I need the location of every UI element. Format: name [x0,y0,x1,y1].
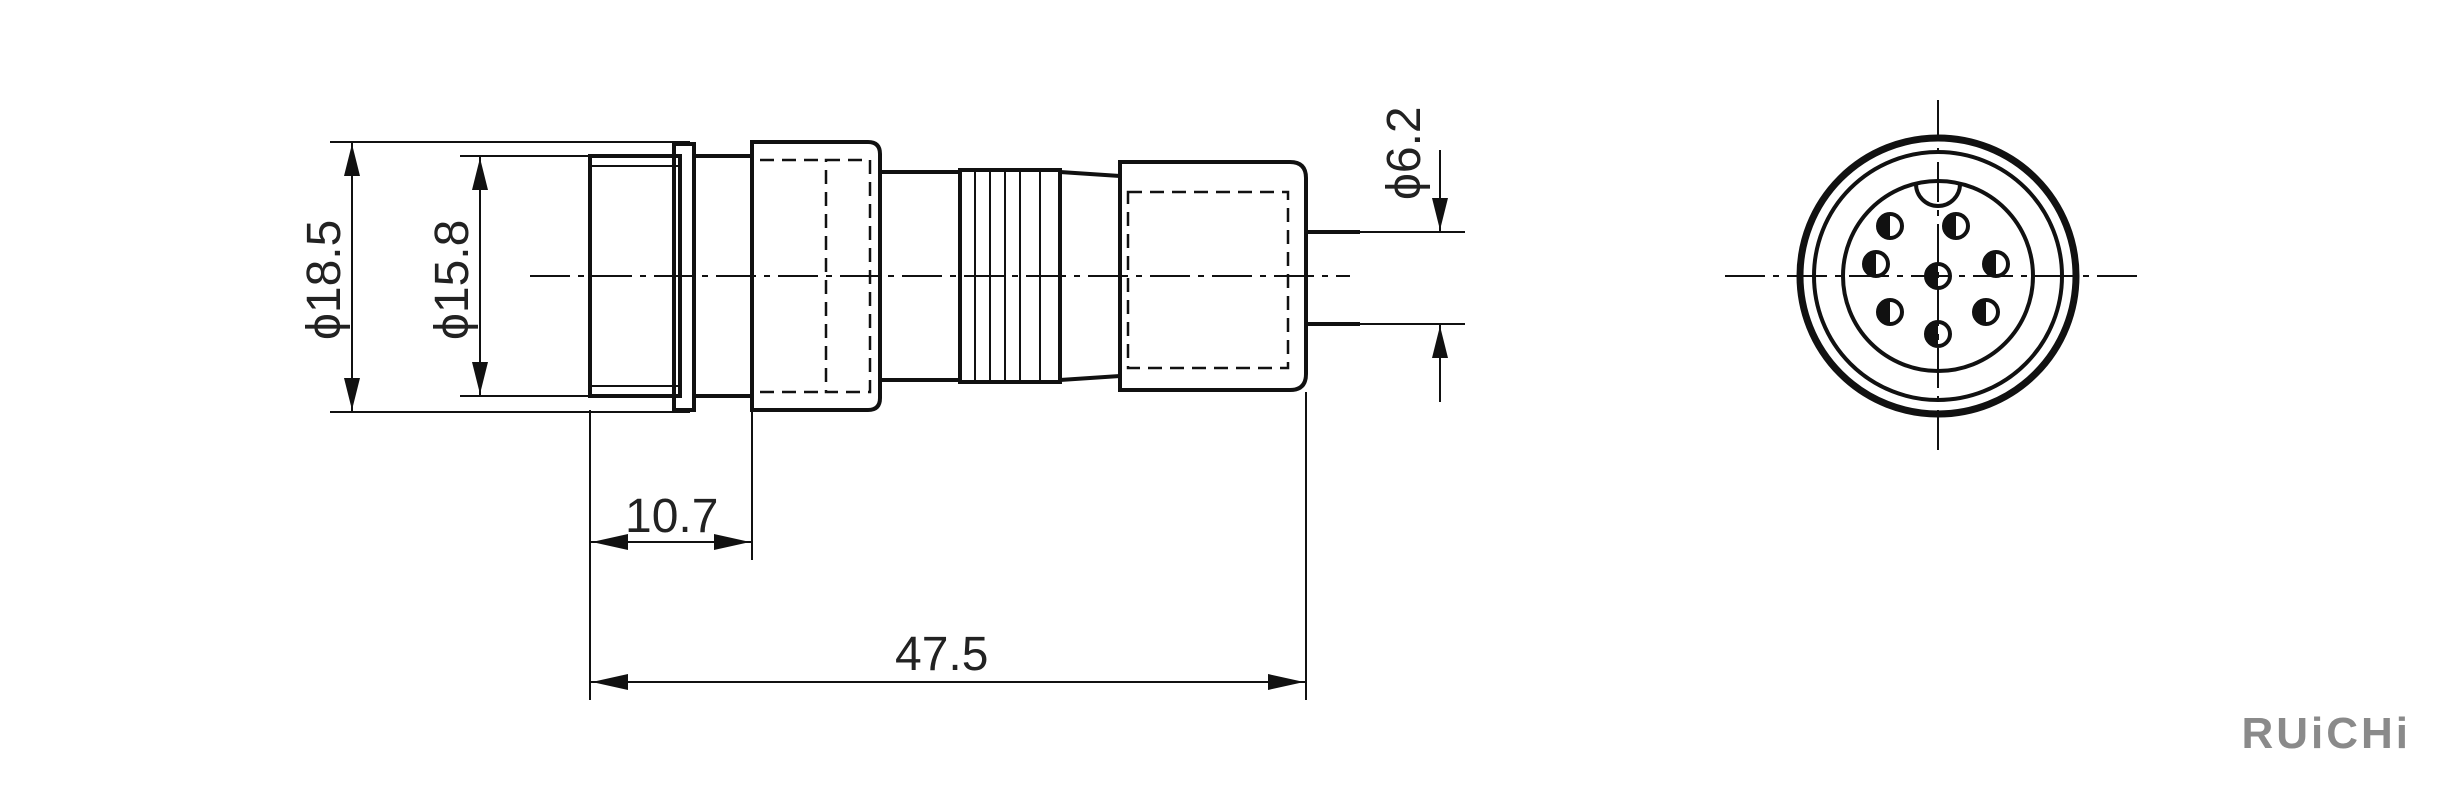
inner-shell [1812,150,2064,402]
pin-8 [1972,298,2000,326]
label-length-total: 47.5 [895,628,988,681]
side-view [530,140,1360,412]
pin-3 [1942,212,1970,240]
arrow-cable-bottom [1432,326,1448,358]
outer-shell [1796,134,2080,418]
arrow-inner-bottom [472,362,488,394]
pin-insert [1841,179,2035,373]
boot-hidden-edge [1126,190,1290,370]
coupling-nut [750,140,882,412]
pin-7 [1924,320,1952,348]
thread-section [588,154,682,398]
front-view [1725,100,2140,450]
label-length-thread: 10.7 [625,490,718,543]
label-dia-outer: ϕ18.5 [298,220,351,340]
cable-boot [1118,160,1308,392]
dimension-lines: ϕ18.5 ϕ15.8 ϕ6.2 10.7 47.5 [298,106,1465,700]
nut-hidden-edge [824,158,872,394]
arrow-total-left [592,674,628,690]
label-dia-inner: ϕ15.8 [426,220,479,340]
arrow-total-right [1268,674,1304,690]
arrow-outer-bottom [344,378,360,410]
pin-5 [1982,250,2010,278]
arrow-cable-top [1432,198,1448,230]
brand-logo: RUiCHi [2241,709,2411,758]
arrow-thread-right [714,534,750,550]
contact-pins [1862,212,2010,348]
ribbed-collar [958,168,1062,384]
pin-1 [1924,262,1952,290]
pin-4 [1862,250,1890,278]
key-notch [1914,183,1962,208]
label-dia-cable: ϕ6.2 [1378,106,1431,200]
pin-2 [1876,212,1904,240]
pin-6 [1876,298,1904,326]
arrow-inner-top [472,158,488,190]
arrow-thread-left [592,534,628,550]
arrow-outer-top [344,144,360,176]
